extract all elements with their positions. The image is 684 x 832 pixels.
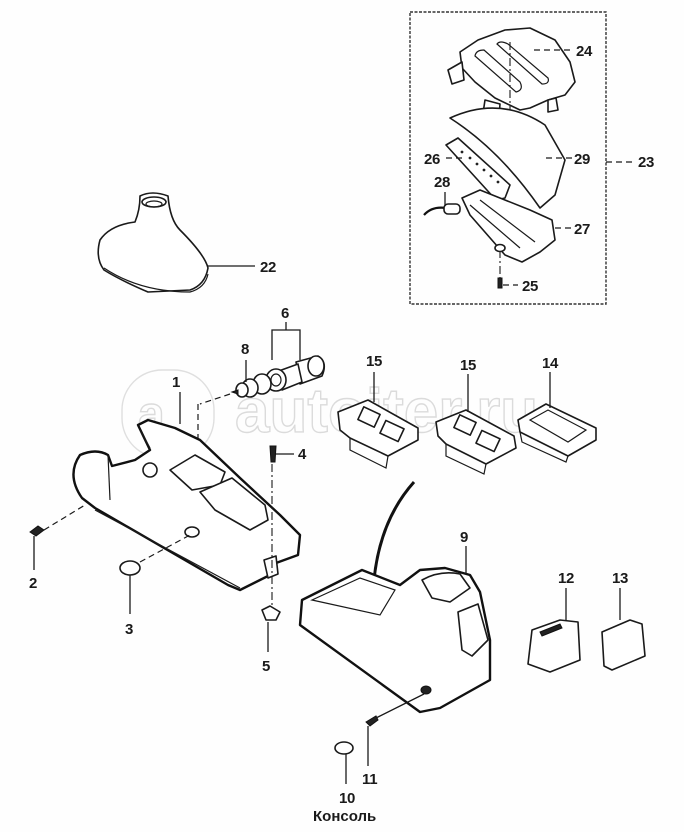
callout-12: 12 bbox=[558, 570, 575, 587]
part-27-guide bbox=[461, 189, 556, 263]
part-11-screw bbox=[365, 715, 379, 727]
part-3-plug bbox=[119, 560, 141, 576]
callout-2: 2 bbox=[29, 575, 38, 592]
part-28-bulb-socket bbox=[423, 203, 461, 216]
part-22-shift-boot bbox=[97, 192, 209, 293]
callout-22: 22 bbox=[260, 259, 277, 276]
diagram-caption: Консоль bbox=[313, 808, 377, 825]
callout-15-left: 15 bbox=[366, 353, 383, 370]
bracket-6 bbox=[271, 329, 301, 360]
callout-9: 9 bbox=[460, 529, 469, 546]
part-1-front-console bbox=[72, 418, 302, 592]
part-8-lighter-socket bbox=[230, 378, 259, 398]
callout-1: 1 bbox=[172, 374, 181, 391]
part-12-ashtray bbox=[527, 619, 581, 673]
callout-8: 8 bbox=[241, 341, 250, 358]
part-2-screw bbox=[29, 525, 45, 537]
part-4-screw bbox=[269, 445, 277, 463]
part-10-plug bbox=[334, 741, 354, 755]
part-15-window-switch-right bbox=[435, 409, 517, 475]
callout-6: 6 bbox=[281, 305, 290, 322]
callout-14: 14 bbox=[542, 355, 559, 372]
callout-28: 28 bbox=[434, 174, 451, 191]
part-29-panel bbox=[449, 107, 566, 209]
callout-29: 29 bbox=[574, 151, 591, 168]
part-5-clip-nut bbox=[261, 605, 281, 621]
part-15-window-switch-left bbox=[337, 399, 419, 469]
assembly-23-frame bbox=[409, 11, 607, 305]
callout-4: 4 bbox=[298, 446, 307, 463]
part-6-cigar-lighter bbox=[252, 355, 326, 395]
callout-23: 23 bbox=[638, 154, 655, 171]
callout-27: 27 bbox=[574, 221, 591, 238]
part-13-cover bbox=[601, 619, 646, 671]
part-9-rear-console bbox=[298, 481, 492, 714]
part-14-blank-panel bbox=[517, 403, 597, 463]
part-25-screw bbox=[497, 277, 503, 289]
callout-24: 24 bbox=[576, 43, 593, 60]
callout-13: 13 bbox=[612, 570, 629, 587]
callout-11: 11 bbox=[362, 771, 378, 788]
part-26-indicator-strip bbox=[445, 137, 511, 201]
callout-15-right: 15 bbox=[460, 357, 477, 374]
callout-3: 3 bbox=[125, 621, 134, 638]
callout-5: 5 bbox=[262, 658, 271, 675]
callout-26: 26 bbox=[424, 151, 441, 168]
part-24-shift-cover bbox=[447, 27, 576, 135]
callout-25: 25 bbox=[522, 278, 539, 295]
callout-10: 10 bbox=[339, 790, 356, 807]
